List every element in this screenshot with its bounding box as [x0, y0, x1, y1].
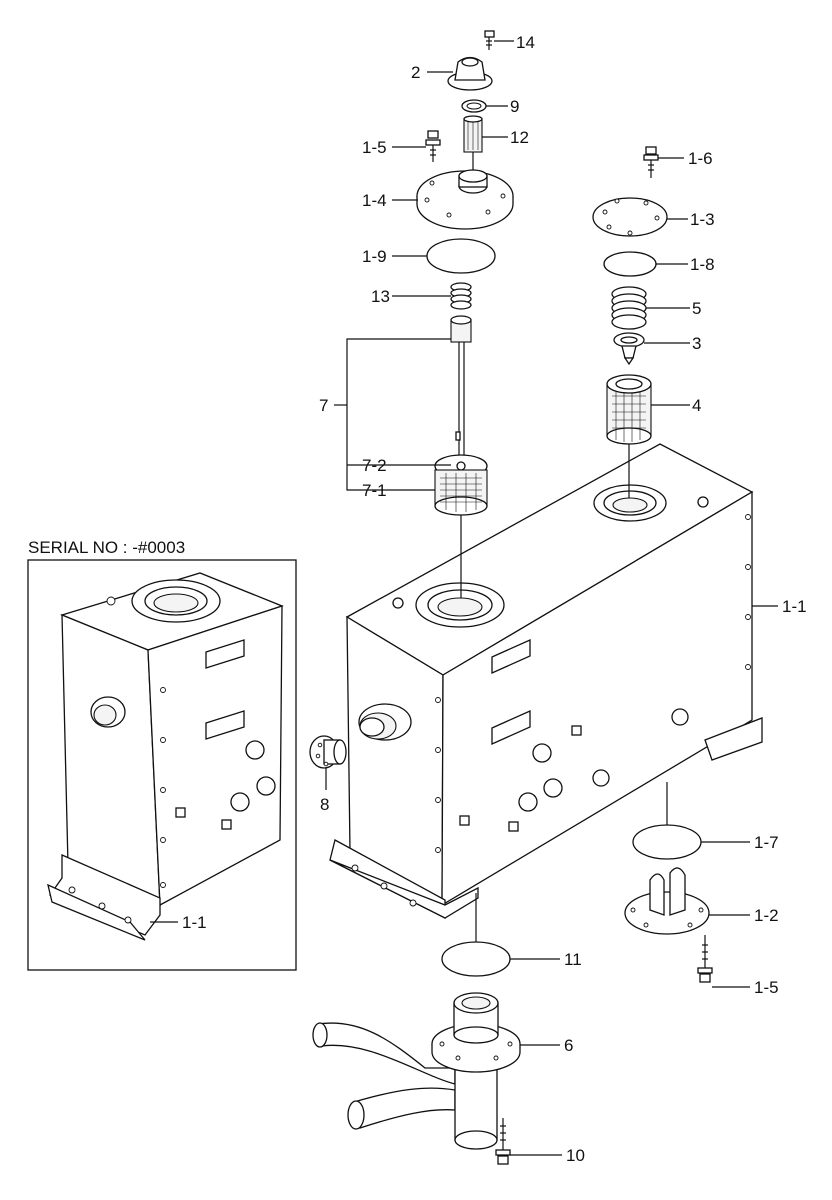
label-6: 6	[564, 1036, 573, 1055]
label-7-2: 7-2	[362, 456, 387, 475]
bolt-1-6	[643, 146, 659, 178]
label-10: 10	[566, 1146, 585, 1165]
cap-2	[447, 56, 493, 91]
label-7-1: 7-1	[362, 481, 387, 500]
spring-5	[611, 286, 647, 330]
label-2: 2	[411, 63, 420, 82]
gasket-11	[441, 941, 511, 977]
label-3: 3	[692, 334, 701, 353]
label-12: 12	[510, 128, 529, 147]
label-1-5-top: 1-5	[362, 138, 387, 157]
cover-1-3	[592, 197, 668, 237]
label-1-5-bottom: 1-5	[754, 978, 779, 997]
label-1-1: 1-1	[782, 597, 807, 616]
gasket-1-9	[426, 238, 496, 274]
cover-plate-1-4	[416, 169, 514, 230]
cover-1-2	[624, 867, 710, 935]
label-11: 11	[564, 950, 582, 969]
label-1-7: 1-7	[754, 833, 779, 852]
bolt-10	[495, 1118, 511, 1165]
return-filter-4	[606, 374, 652, 498]
element-12	[463, 115, 483, 172]
inset-serial-variant: SERIAL NO : -#0003	[27, 538, 297, 971]
serial-number-label: SERIAL NO : -#0003	[28, 538, 185, 557]
label-13: 13	[371, 287, 390, 306]
gasket-1-8	[603, 251, 657, 277]
label-1-6: 1-6	[688, 149, 713, 168]
gasket-1-7	[632, 824, 702, 860]
inset-label-1-1: 1-1	[182, 913, 207, 932]
label-4: 4	[692, 396, 701, 415]
label-1-3: 1-3	[690, 210, 715, 229]
breather-8	[309, 735, 347, 769]
inset-frame	[27, 559, 297, 971]
bolt-14	[484, 30, 495, 50]
bolt-1-5-bottom	[697, 935, 713, 983]
label-1-9: 1-9	[362, 247, 387, 266]
tank-body	[329, 443, 763, 920]
label-1-4: 1-4	[362, 191, 387, 210]
label-14: 14	[516, 33, 535, 52]
label-9: 9	[510, 97, 519, 116]
label-7: 7	[319, 396, 328, 415]
label-8: 8	[320, 795, 329, 814]
label-5: 5	[692, 299, 701, 318]
label-1-8: 1-8	[690, 255, 715, 274]
spring-13	[450, 282, 472, 310]
label-1-2: 1-2	[754, 906, 779, 925]
bolt-1-5-top	[425, 130, 441, 162]
suction-pipe-6	[312, 992, 521, 1150]
suction-filter-7	[434, 315, 488, 598]
oring-9	[461, 99, 487, 113]
inset-tank-body	[47, 572, 284, 941]
valve-3	[613, 332, 645, 366]
